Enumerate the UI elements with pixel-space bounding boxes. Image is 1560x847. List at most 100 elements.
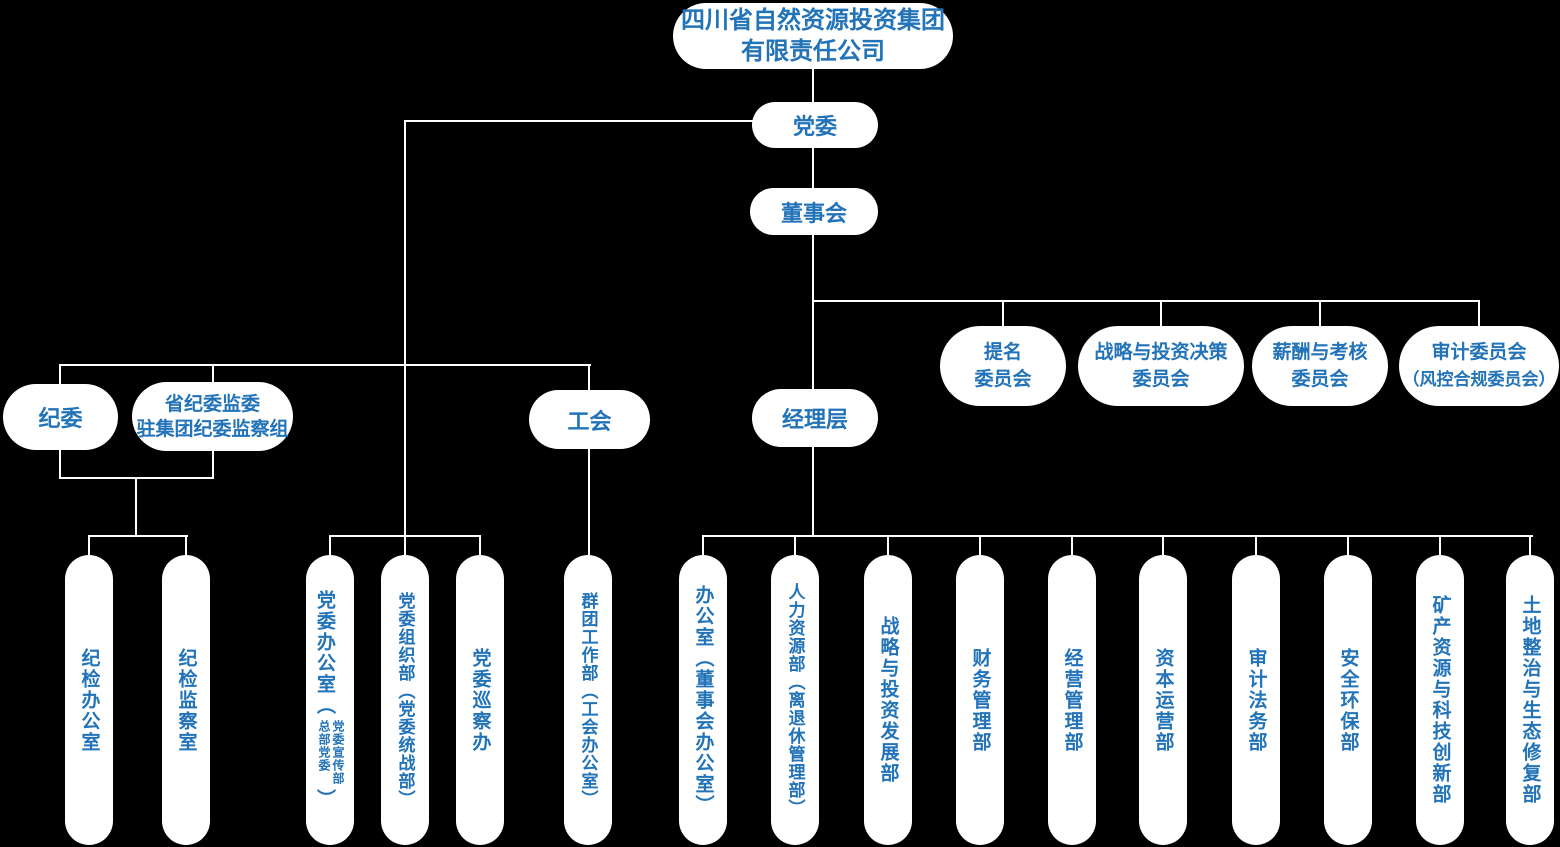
connector-line (1071, 535, 1073, 555)
connector-line (329, 535, 331, 555)
department-capsule: 矿产资源与科技创新部 (1416, 555, 1464, 845)
connector-line (212, 364, 214, 382)
connector-line (812, 235, 814, 389)
department-label: 人力资源部（离退休管理部） (785, 583, 805, 817)
committee-label-line2: 委员会 (1291, 369, 1349, 390)
board-committee-node: 审计委员会 （风控合规委员会） (1399, 326, 1559, 406)
paren-open: （ (314, 695, 335, 716)
connector-line (887, 535, 889, 555)
department-capsule: 战略与投资发展部 (864, 555, 912, 845)
committee-label-line2: 委员会 (974, 369, 1032, 390)
department-label: 土地整治与生态修复部 (1519, 595, 1541, 805)
connector-line (404, 120, 754, 122)
connector-line (812, 300, 1480, 302)
department-label: 党委组织部（党委统战部） (395, 592, 415, 808)
department-sub-column: 党委宣传部 (331, 720, 345, 785)
department-capsule: 财务管理部 (956, 555, 1004, 845)
connector-line (1002, 300, 1004, 326)
department-label: 办公室（董事会办公室） (692, 584, 714, 816)
connector-line (794, 535, 796, 555)
connector-line (59, 364, 591, 366)
department-capsule: 经营管理部 (1048, 555, 1096, 845)
management-node: 经理层 (752, 389, 878, 447)
connector-line (812, 447, 814, 537)
board-committee-node: 战略与投资决策委员会 (1078, 326, 1244, 406)
connector-line (88, 535, 90, 555)
board-label: 董事会 (780, 200, 847, 226)
union-node: 工会 (529, 390, 650, 449)
connector-line (1160, 300, 1162, 326)
department-label: 财务管理部 (969, 647, 991, 753)
connector-line (1529, 535, 1531, 555)
provincial-discipline-group-line1: 省纪委监委 (164, 393, 260, 415)
connector-line (588, 449, 590, 555)
committee-label-line2: （风控合规委员会） (1402, 370, 1556, 389)
connector-line (329, 535, 481, 537)
connector-line (135, 477, 137, 537)
connector-line (88, 535, 188, 537)
department-label: 群团工作部（工会办公室） (578, 592, 598, 808)
party-committee-label: 党委 (792, 114, 837, 139)
connector-line (702, 535, 704, 555)
party-committee-node: 党委 (752, 102, 878, 148)
department-capsule: 党委组织部（党委统战部） (381, 555, 429, 845)
connector-line (1478, 300, 1480, 326)
board-committee-node: 薪酬与考核委员会 (1252, 326, 1388, 406)
provincial-discipline-group-node: 省纪委监委 驻集团纪委监察组 (132, 382, 293, 451)
department-label: 纪检监察室 (175, 647, 197, 753)
connector-line (588, 364, 590, 390)
connector-line (212, 451, 214, 478)
committee-label-line2: 委员会 (1132, 369, 1190, 390)
connector-line (59, 364, 61, 384)
provincial-discipline-group-line2: 驻集团纪委监察组 (136, 418, 289, 440)
department-label: 审计法务部 (1245, 647, 1267, 753)
discipline-committee-label: 纪委 (38, 406, 83, 431)
org-root-name-line2: 有限责任公司 (741, 38, 885, 65)
committee-label-line1: 提名 (983, 342, 1022, 363)
department-capsule: 党委巡察办 (456, 555, 504, 845)
department-capsule: 土地整治与生态修复部 (1506, 555, 1554, 845)
department-sub-columns: 党委宣传部总部党委 (317, 720, 345, 785)
department-label: 矿产资源与科技创新部 (1429, 595, 1451, 805)
connector-line (479, 535, 481, 555)
connector-line (1162, 535, 1164, 555)
connector-line (404, 120, 406, 555)
committee-label-line1: 薪酬与考核 (1272, 342, 1368, 363)
union-label: 工会 (567, 408, 612, 434)
connector-line (1439, 535, 1441, 555)
department-capsule: 审计法务部 (1232, 555, 1280, 845)
org-root-node: 四川省自然资源投资集团 有限责任公司 (673, 3, 953, 69)
committee-label-line1: 战略与投资决策 (1094, 342, 1228, 363)
org-root-name-line1: 四川省自然资源投资集团 (681, 7, 945, 34)
committee-label-line1: 审计委员会 (1431, 342, 1527, 363)
department-label: 资本运营部 (1152, 647, 1174, 753)
connector-line (812, 148, 814, 188)
connector-line (1347, 535, 1349, 555)
connector-line (59, 450, 61, 478)
connector-line (812, 68, 814, 102)
connector-line (1255, 535, 1257, 555)
department-capsule: 办公室（董事会办公室） (679, 555, 727, 845)
department-capsule: 纪检办公室 (65, 555, 113, 845)
department-label: 经营管理部 (1061, 647, 1083, 753)
management-label: 经理层 (781, 407, 848, 432)
department-capsule: 资本运营部 (1139, 555, 1187, 845)
department-label: 战略与投资发展部 (877, 616, 899, 784)
board-committee-node: 提名委员会 (940, 326, 1066, 406)
paren-close: ） (314, 789, 335, 810)
discipline-committee-node: 纪委 (3, 384, 118, 450)
connector-line (185, 535, 187, 555)
department-sub-column: 总部党委 (317, 720, 331, 772)
department-label-main: 党委办公室 (314, 590, 335, 695)
department-capsule: 纪检监察室 (162, 555, 210, 845)
department-label: 党委办公室（ 党委宣传部总部党委 ） (314, 590, 345, 810)
connector-line (702, 535, 1533, 537)
connector-line (979, 535, 981, 555)
department-capsule: 安全环保部 (1324, 555, 1372, 845)
department-label: 安全环保部 (1337, 647, 1359, 753)
department-label: 纪检办公室 (78, 647, 100, 753)
department-capsule: 党委办公室（ 党委宣传部总部党委 ） (306, 555, 354, 845)
department-label: 党委巡察办 (469, 647, 491, 753)
department-capsule: 群团工作部（工会办公室） (564, 555, 612, 845)
